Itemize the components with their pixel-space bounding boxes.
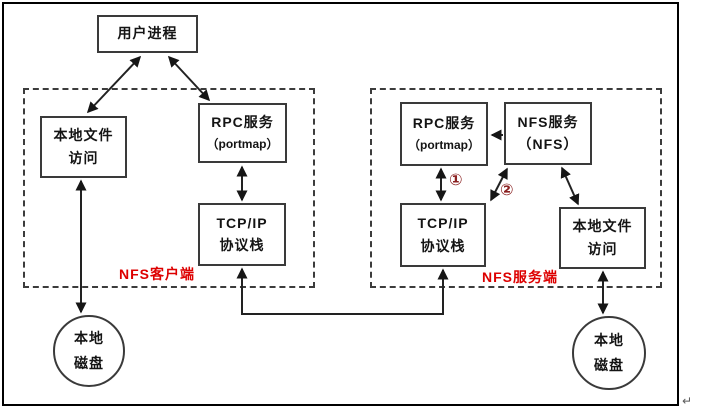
- server-nfs-box: NFS服务 （NFS）: [504, 102, 592, 165]
- client-local-file-line2: 访问: [68, 149, 99, 166]
- return-mark: ↵: [682, 394, 693, 408]
- client-disk-line1: 本地: [74, 330, 104, 347]
- client-tcpip-box: TCP/IP 协议栈: [198, 203, 286, 266]
- server-local-file-line2: 访问: [587, 240, 618, 257]
- server-disk-line2: 磁盘: [594, 356, 624, 373]
- nfs-server-region: [370, 88, 662, 288]
- client-rpc-box: RPC服务 （portmap）: [198, 103, 287, 163]
- nfs-server-region-label: NFS服务端: [482, 269, 558, 285]
- server-rpc-line1: RPC服务: [412, 115, 476, 132]
- client-tcpip-line1: TCP/IP: [216, 214, 268, 231]
- server-local-file-box: 本地文件 访问: [559, 207, 646, 269]
- server-tcpip-line2: 协议栈: [420, 237, 466, 254]
- step1-marker: ①: [449, 172, 463, 189]
- server-rpc-box: RPC服务 （portmap）: [400, 102, 488, 166]
- server-tcpip-line1: TCP/IP: [417, 215, 469, 232]
- client-rpc-line1: RPC服务: [211, 114, 274, 131]
- client-tcpip-line2: 协议栈: [219, 237, 265, 253]
- server-disk-line1: 本地: [594, 332, 624, 349]
- client-local-file-line1: 本地文件: [53, 127, 114, 144]
- server-local-disk: 本地 磁盘: [572, 316, 646, 390]
- user-process-label: 用户进程: [117, 25, 178, 42]
- client-rpc-line2: （portmap）: [206, 136, 279, 151]
- server-nfs-line1: NFS服务: [517, 113, 579, 130]
- client-local-file-box: 本地文件 访问: [40, 116, 127, 178]
- server-nfs-line2: （NFS）: [517, 136, 579, 152]
- user-process-box: 用户进程: [97, 15, 198, 53]
- nfs-client-region-label: NFS客户端: [119, 266, 195, 282]
- client-local-disk: 本地 磁盘: [53, 315, 125, 387]
- step2-marker: ②: [500, 182, 514, 199]
- server-local-file-line1: 本地文件: [572, 218, 633, 235]
- client-disk-line2: 磁盘: [74, 354, 104, 371]
- server-tcpip-box: TCP/IP 协议栈: [400, 203, 486, 267]
- server-rpc-line2: （portmap）: [407, 137, 480, 152]
